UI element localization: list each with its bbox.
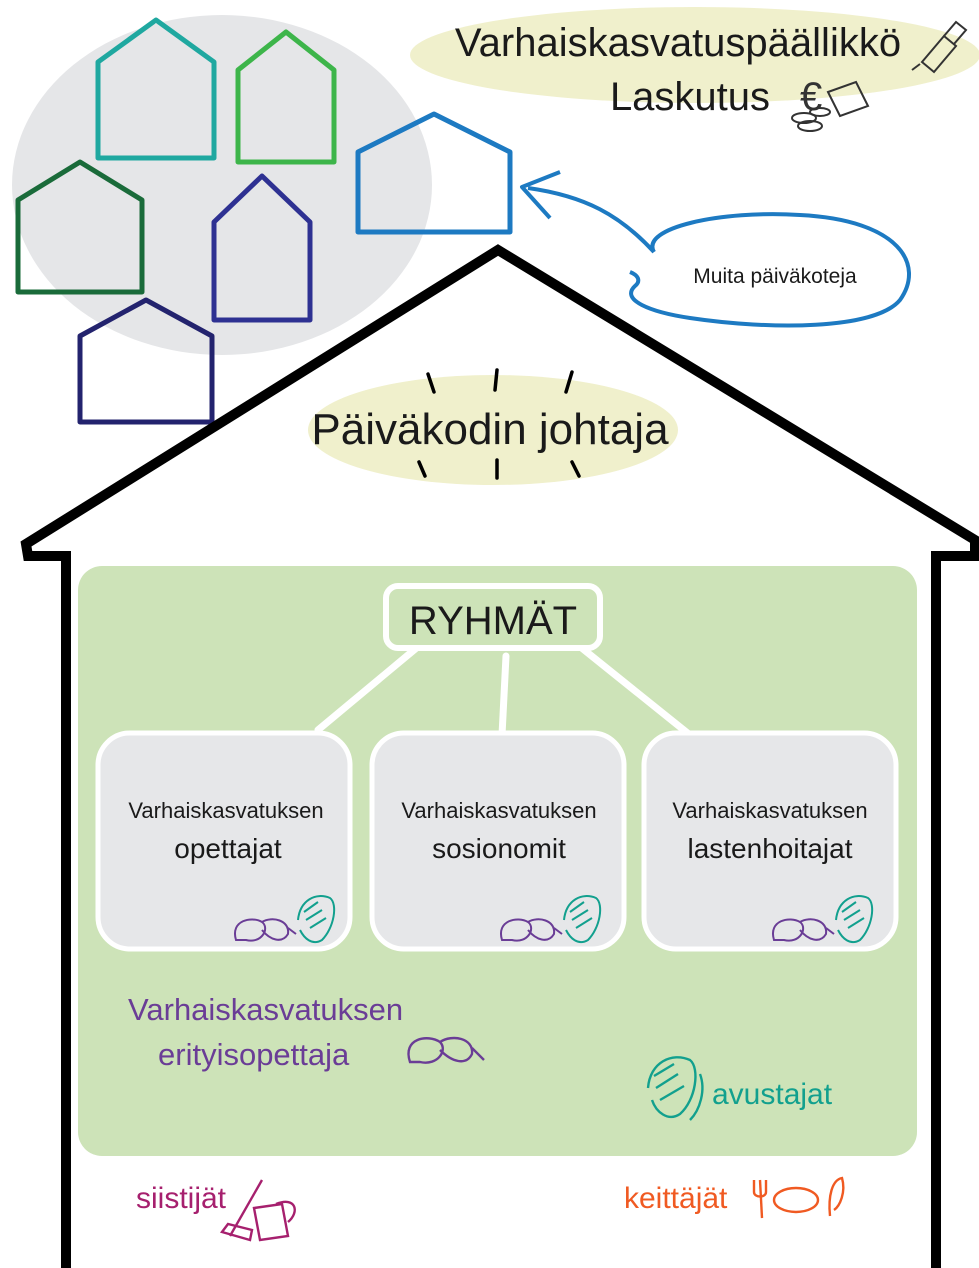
glasses-icon: [407, 1036, 485, 1064]
leader-label: Päiväkodin johtaja: [311, 405, 669, 454]
group-card-sociologists: Varhaiskasvatuksen sosionomit: [369, 730, 627, 952]
gavel-icon: [911, 20, 968, 74]
special-teacher-line2: erityisopettaja: [158, 1037, 350, 1072]
director-highlight: [410, 7, 979, 103]
card-line1: Varhaiskasvatuksen: [401, 798, 596, 823]
other-daycares-cluster: [12, 15, 432, 425]
special-teacher-line1: Varhaiskasvatuksen: [128, 992, 403, 1027]
cleaners-label: siistijät: [136, 1182, 227, 1215]
hand-icon: [563, 895, 602, 944]
house-icon-green: [235, 29, 337, 165]
leader-emphasis-strokes: [417, 368, 581, 480]
billing-label: Laskutus: [610, 75, 770, 119]
card-line2: sosionomit: [432, 833, 566, 864]
hand-icon: [297, 895, 336, 944]
director-title: Varhaiskasvatuspäällikkö: [455, 21, 901, 65]
glasses-icon: [499, 918, 563, 942]
leader-highlight: [308, 375, 678, 485]
house-icon-teal: [95, 17, 217, 161]
group-card-teachers: Varhaiskasvatuksen opettajat: [95, 730, 353, 952]
mop-bucket-icon: [219, 1179, 296, 1242]
house-icon-blue: [355, 111, 513, 235]
hand-icon: [646, 1056, 704, 1121]
cutlery-plate-icon: [752, 1176, 845, 1219]
card-line2: opettajat: [174, 833, 282, 864]
house-icon-navy: [77, 297, 215, 425]
assistants-label: avustajat: [712, 1078, 833, 1111]
callout-arrow-tail: [527, 186, 656, 254]
glasses-icon: [771, 918, 835, 942]
card-line2: lastenhoitajat: [687, 833, 852, 864]
cluster-background: [12, 15, 432, 355]
card-line1: Varhaiskasvatuksen: [128, 798, 323, 823]
callout-bubble: [629, 212, 911, 328]
groups-title: RYHMÄT: [409, 599, 577, 643]
house-icon-darkgreen: [15, 159, 145, 295]
groups-title-box: [383, 583, 603, 651]
main-house-outline: [20, 244, 979, 1268]
glasses-icon: [233, 918, 297, 942]
cooks-label: keittäjät: [624, 1182, 728, 1215]
card-line1: Varhaiskasvatuksen: [672, 798, 867, 823]
group-connectors: [314, 641, 694, 739]
house-icon-indigo: [211, 173, 313, 323]
hand-icon: [835, 895, 874, 944]
money-icon: [791, 80, 870, 132]
callout-arrow-head: [520, 170, 561, 220]
callout-label: Muita päiväkoteja: [693, 265, 857, 288]
group-card-childminders: Varhaiskasvatuksen lastenhoitajat: [641, 730, 899, 952]
